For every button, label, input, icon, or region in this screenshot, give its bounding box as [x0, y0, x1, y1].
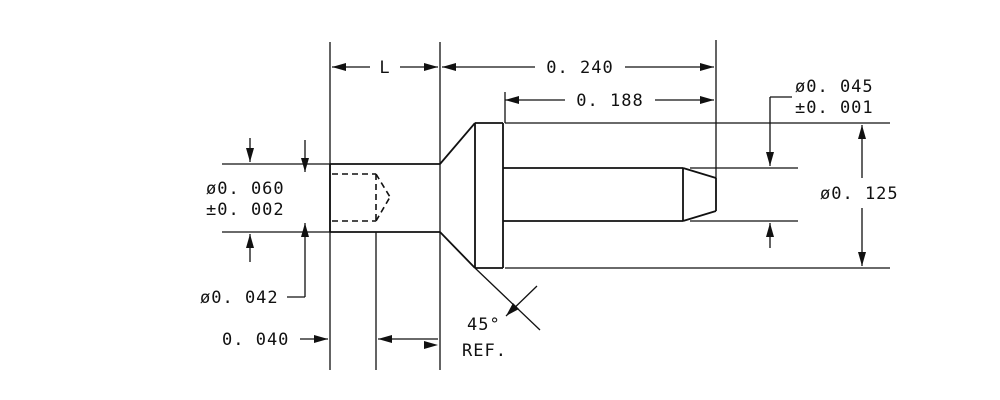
pin-length-value: 0. 188	[576, 91, 643, 111]
shank-diameter-tolerance: ±0. 002	[206, 200, 285, 220]
dimension-pin-length: 0. 188	[504, 91, 714, 123]
dimension-overall-length: 0. 240	[442, 58, 714, 78]
dimension-l: L	[332, 58, 438, 78]
extension-lines	[222, 40, 890, 370]
hidden-bore	[332, 173, 391, 222]
length-label: L	[379, 58, 390, 78]
dimension-head-diameter: ø0. 125	[820, 125, 899, 266]
dimension-bore-depth: 0. 040	[222, 330, 438, 350]
dimension-bore-diameter: ø0. 042	[200, 140, 309, 308]
dimension-pin-diameter: ø0. 045 ±0. 001	[766, 77, 874, 248]
overall-length-value: 0. 240	[546, 58, 613, 78]
dimension-shank-diameter: ø0. 060 ±0. 002	[206, 138, 285, 262]
pin-diameter-value: ø0. 045	[795, 77, 874, 97]
bore-diameter-value: ø0. 042	[200, 288, 279, 308]
head-diameter-value: ø0. 125	[820, 184, 899, 204]
pin-diameter-tolerance: ±0. 001	[795, 98, 874, 118]
bore-depth-value: 0. 040	[222, 330, 289, 350]
part-outline	[329, 122, 717, 269]
chamfer-angle: 45°	[467, 315, 501, 335]
chamfer-ref-note: REF.	[462, 341, 507, 361]
shank-diameter-value: ø0. 060	[206, 179, 285, 199]
chamfer-callout: 45° REF.	[462, 267, 541, 361]
